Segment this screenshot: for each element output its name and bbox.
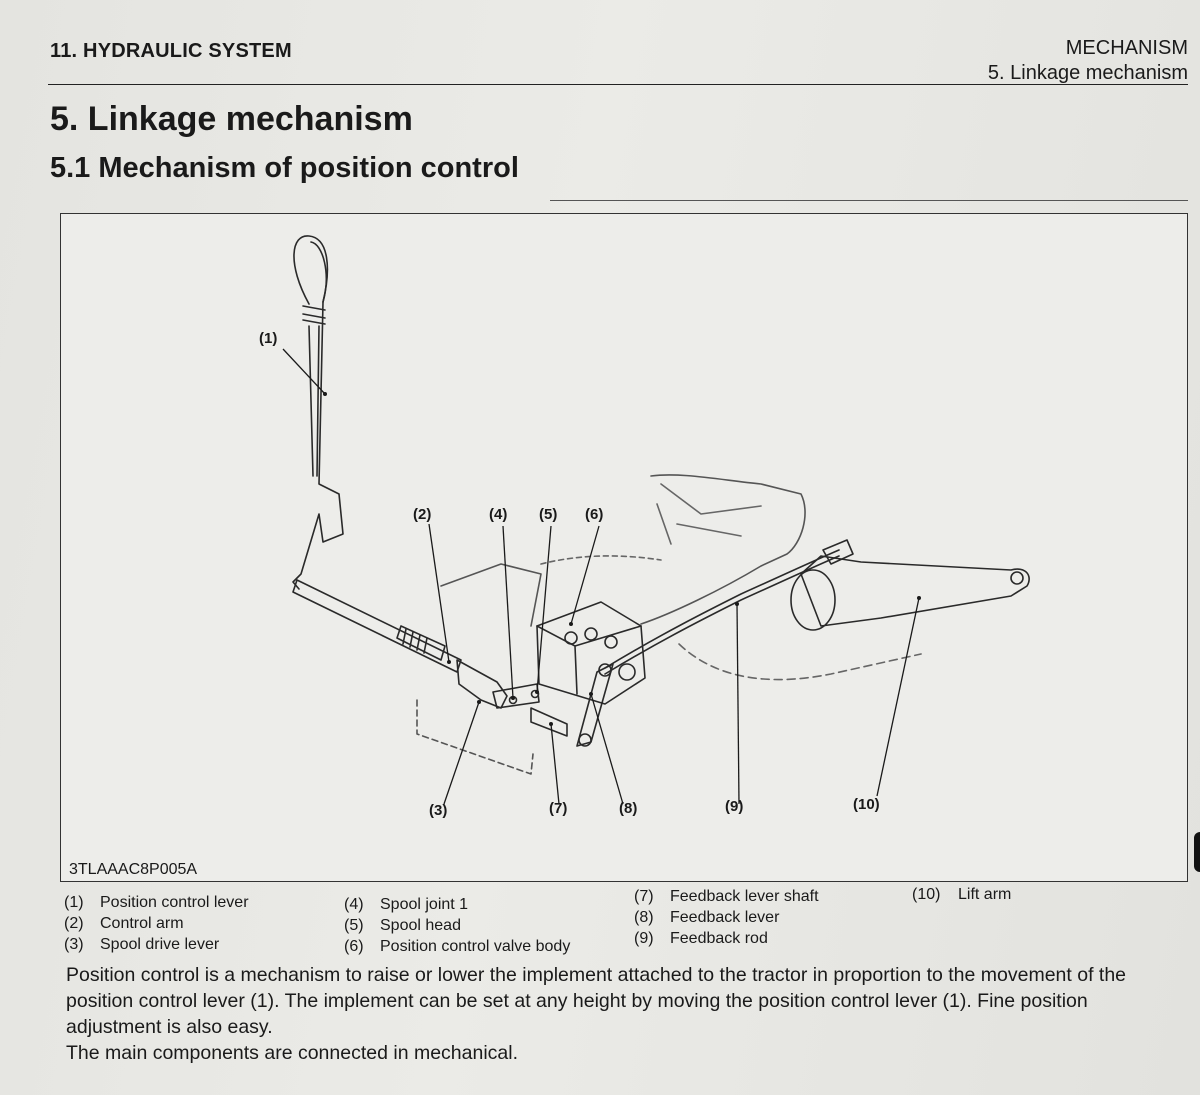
legend-item: (6) Position control valve body [344, 936, 570, 957]
legend-item: (4) Spool joint 1 [344, 894, 570, 915]
spool-drive-lever-shape [456, 659, 508, 709]
legend-num: (2) [64, 915, 84, 932]
legend-label: Position control valve body [380, 938, 571, 955]
legend-label: Position control lever [100, 894, 249, 911]
legend-item: (10) Lift arm [912, 884, 1011, 905]
legend-num: (8) [634, 909, 654, 926]
callout-5: (5) [539, 506, 558, 523]
legend-item: (1) Position control lever [64, 892, 249, 913]
callout-1: (1) [259, 330, 278, 347]
section-divider [550, 200, 1188, 201]
page-title: 5. Linkage mechanism [50, 100, 413, 138]
legend-label: Control arm [100, 915, 184, 932]
subsection-label: 5. Linkage mechanism [987, 62, 1188, 84]
legend-column-3: (7) Feedback lever shaft (8) Feedback leve… [634, 886, 819, 949]
section-header: MECHANISM 5. Linkage mechanism [988, 36, 1188, 86]
parts-legend: (1) Position control lever (2) Control arm… [0, 886, 1200, 960]
feedback-rod-shape [604, 549, 840, 669]
legend-item: (8) Feedback lever [634, 907, 819, 928]
legend-label: Feedback rod [670, 930, 768, 947]
legend-num: (10) [912, 886, 941, 903]
legend-label: Feedback lever shaft [670, 888, 819, 905]
legend-column-2: (4) Spool joint 1 (5) Spool head (6) Positi… [344, 894, 570, 957]
legend-num: (7) [634, 888, 654, 905]
feedback-lever-shape [576, 663, 614, 747]
legend-num: (3) [64, 936, 84, 953]
legend-item: (7) Feedback lever shaft [634, 886, 819, 907]
position-control-lever-shape [292, 235, 344, 590]
legend-column-4: (10) Lift arm [912, 884, 1011, 905]
linkage-drawing [282, 235, 1030, 805]
legend-label: Lift arm [958, 886, 1012, 903]
figure-id: 3TLAAAC8P005A [69, 861, 198, 878]
legend-num: (5) [344, 917, 364, 934]
description-paragraph: Position control is a mechanism to raise… [66, 964, 1127, 1038]
binder-edge-mark [1194, 832, 1200, 872]
section-title: 5.1 Mechanism of position control [50, 152, 519, 184]
legend-item: (9) Feedback rod [634, 928, 819, 949]
legend-num: (4) [344, 896, 364, 913]
legend-label: Spool head [380, 917, 461, 934]
callout-8: (8) [619, 800, 638, 817]
section-label: MECHANISM [1065, 37, 1188, 59]
legend-item: (5) Spool head [344, 915, 570, 936]
lift-arm-shape [800, 555, 1030, 627]
callout-6: (6) [585, 506, 604, 523]
housing-outline [640, 474, 806, 625]
legend-num: (9) [634, 930, 654, 947]
header-divider [48, 84, 1188, 85]
callout-7: (7) [549, 800, 568, 817]
legend-item: (2) Control arm [64, 913, 249, 934]
callout-2: (2) [413, 506, 432, 523]
callout-10: (10) [853, 796, 880, 813]
legend-item: (3) Spool drive lever [64, 934, 249, 955]
valve-body-shape [536, 601, 646, 705]
callout-4: (4) [489, 506, 508, 523]
legend-label: Spool drive lever [100, 936, 220, 953]
legend-num: (1) [64, 894, 84, 911]
control-arm-shape [292, 579, 462, 673]
description-text: Position control is a mechanism to raise… [66, 962, 1186, 1066]
linkage-diagram: (1) (2) (4) (5) (6) (3) (7) (8) (9) (10)… [60, 213, 1188, 882]
legend-num: (6) [344, 938, 364, 955]
callout-3: (3) [429, 802, 448, 819]
chapter-header: 11. HYDRAULIC SYSTEM [50, 40, 292, 62]
legend-label: Spool joint 1 [380, 896, 469, 913]
feedback-shaft-shape [530, 707, 568, 737]
callout-9: (9) [725, 798, 744, 815]
legend-label: Feedback lever [670, 909, 780, 926]
legend-column-1: (1) Position control lever (2) Control arm… [64, 892, 249, 955]
description-paragraph: The main components are connected in mec… [66, 1042, 519, 1064]
